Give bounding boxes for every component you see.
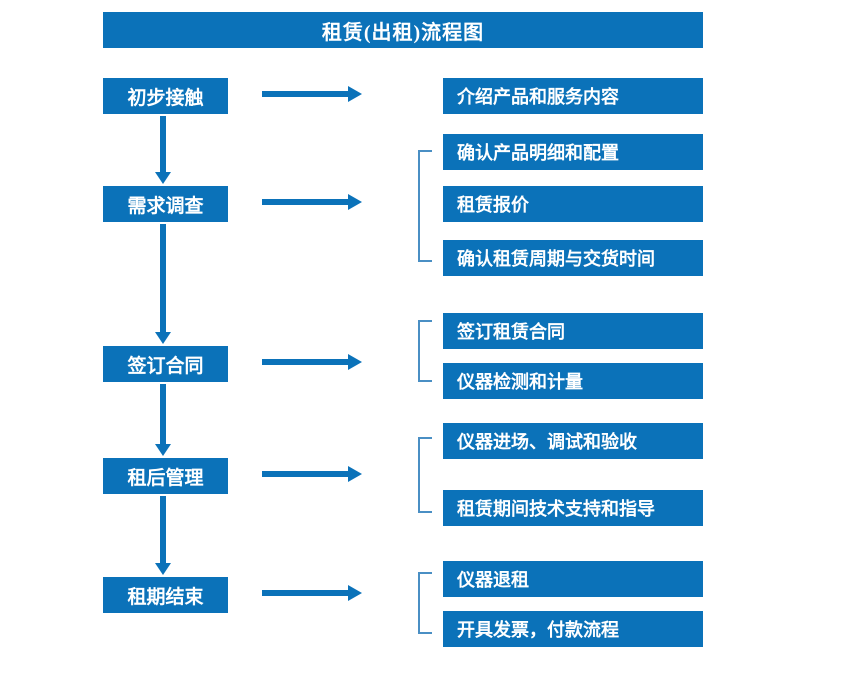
arrow-down-icon-4 [155,496,171,575]
group-bracket-icon-3 [418,320,432,382]
group-bracket-icon-4 [418,437,432,513]
detail-box-1-1[interactable]: 介绍产品和服务内容 [443,78,703,114]
arrow-shaft [262,359,350,365]
arrow-shaft [262,91,350,97]
arrow-shaft [160,384,166,444]
arrow-right-icon-5 [262,585,362,601]
arrow-shaft [262,590,350,596]
detail-box-2-2[interactable]: 租赁报价 [443,186,703,222]
arrow-right-icon-1 [262,86,362,102]
group-bracket-icon-2 [418,150,432,262]
arrow-shaft [160,224,166,332]
arrow-head [348,466,362,482]
stage-box-4[interactable]: 租后管理 [103,458,228,494]
arrow-head [155,172,171,184]
diagram-title: 租赁(出租)流程图 [103,12,703,48]
arrow-head [155,444,171,456]
arrow-shaft [160,116,166,172]
arrow-shaft [262,471,350,477]
detail-box-2-1[interactable]: 确认产品明细和配置 [443,134,703,170]
arrow-down-icon-3 [155,384,171,456]
group-bracket-icon-5 [418,572,432,634]
detail-box-3-1[interactable]: 签订租赁合同 [443,313,703,349]
detail-box-3-2[interactable]: 仪器检测和计量 [443,363,703,399]
stage-box-3[interactable]: 签订合同 [103,346,228,382]
arrow-shaft [160,496,166,563]
detail-box-5-1[interactable]: 仪器退租 [443,561,703,597]
detail-box-5-2[interactable]: 开具发票，付款流程 [443,611,703,647]
stage-box-5[interactable]: 租期结束 [103,577,228,613]
detail-box-2-3[interactable]: 确认租赁周期与交货时间 [443,240,703,276]
arrow-down-icon-2 [155,224,171,344]
arrow-down-icon-1 [155,116,171,184]
detail-box-4-1[interactable]: 仪器进场、调试和验收 [443,423,703,459]
stage-box-1[interactable]: 初步接触 [103,78,228,114]
arrow-head [348,194,362,210]
arrow-head [155,563,171,575]
arrow-right-icon-3 [262,354,362,370]
arrow-right-icon-4 [262,466,362,482]
arrow-head [348,86,362,102]
arrow-right-icon-2 [262,194,362,210]
arrow-shaft [262,199,350,205]
arrow-head [348,354,362,370]
stage-box-2[interactable]: 需求调查 [103,186,228,222]
arrow-head [155,332,171,344]
detail-box-4-2[interactable]: 租赁期间技术支持和指导 [443,490,703,526]
arrow-head [348,585,362,601]
